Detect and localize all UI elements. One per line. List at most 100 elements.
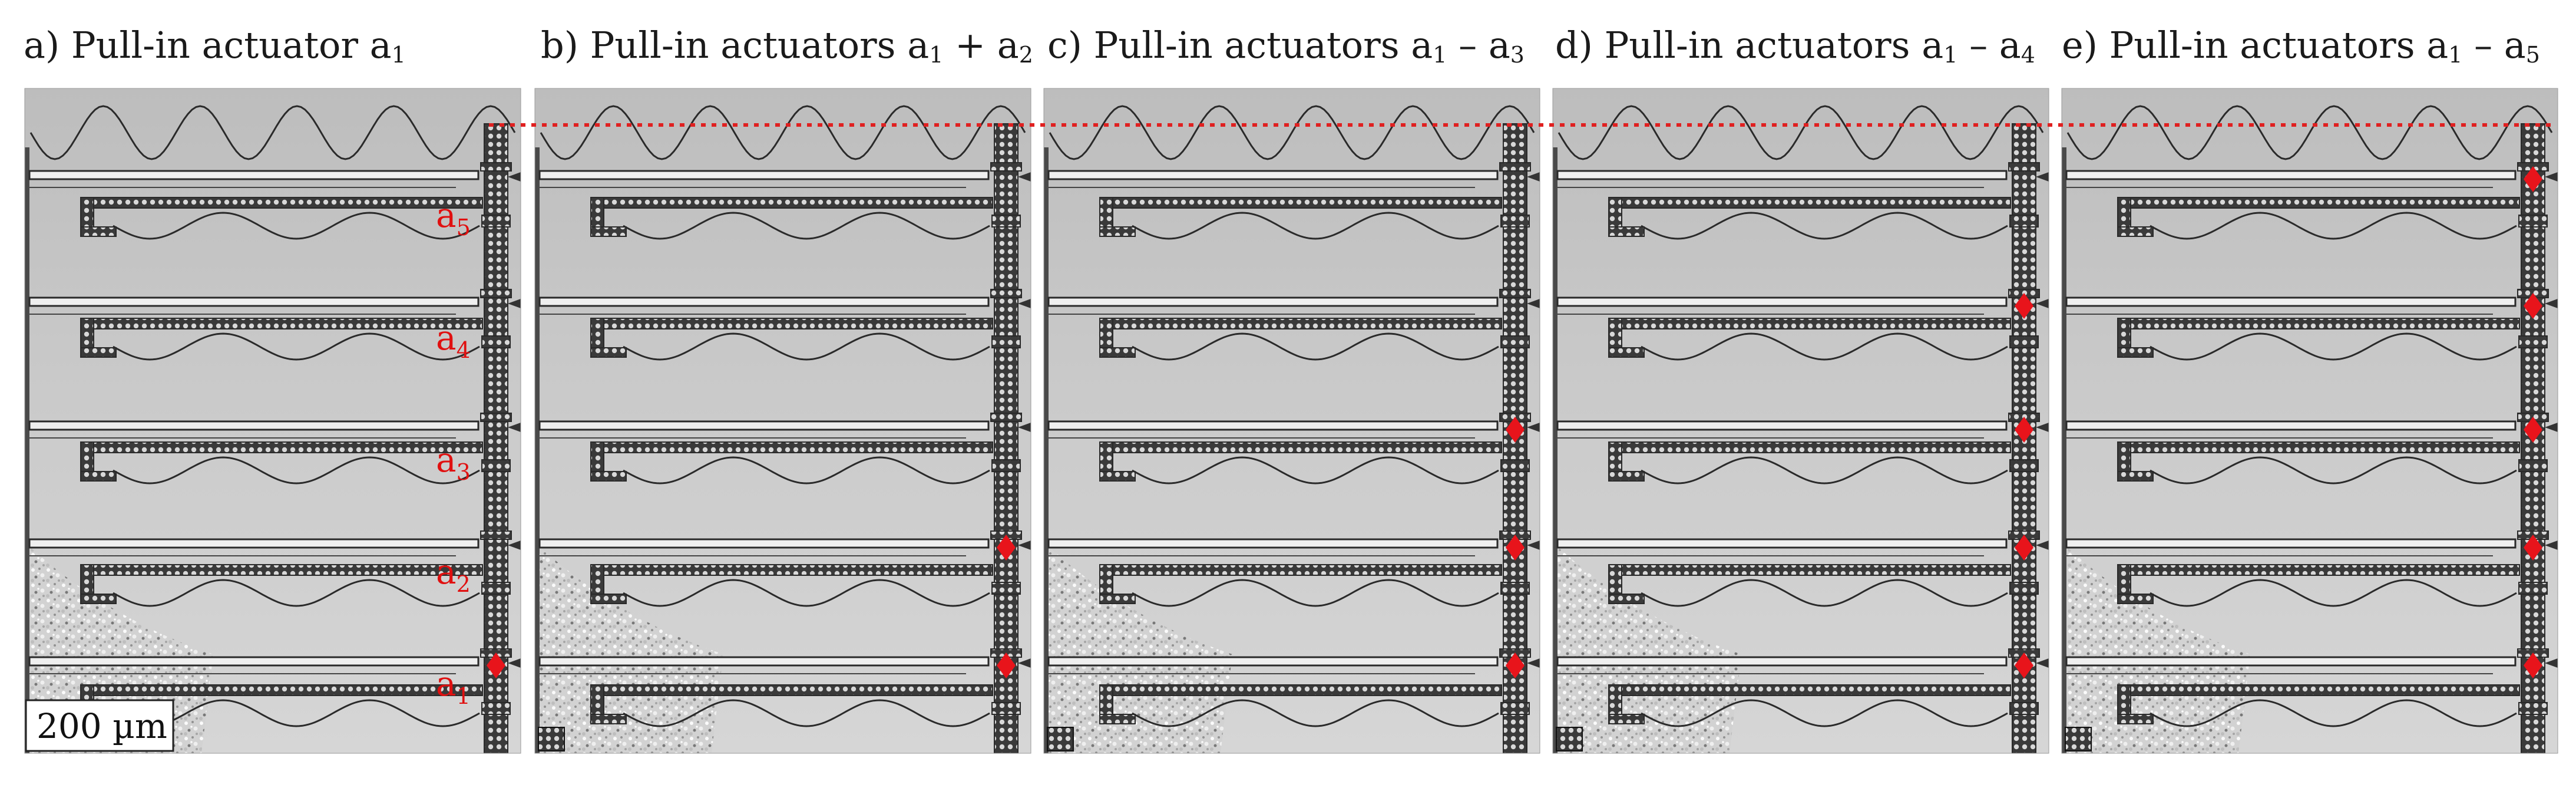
beam-spring <box>113 456 480 485</box>
panel-frame <box>534 88 1031 754</box>
beam-spring <box>2150 456 2517 485</box>
panel-title-e-mid: – a <box>2462 24 2526 67</box>
left-anchor-strip <box>1044 147 1049 753</box>
beam-spring <box>1641 456 2008 485</box>
beam-spring <box>113 212 480 240</box>
connector-block <box>2518 702 2548 715</box>
pull-in-marker-a4 <box>2015 293 2033 319</box>
fixed-comb-bar <box>538 656 990 667</box>
beam-spring <box>2150 212 2517 240</box>
panel-title-a: a) Pull-in actuator a1 <box>24 24 406 68</box>
movable-comb-bar <box>590 564 993 576</box>
fixed-comb-bar <box>28 656 480 667</box>
connector-block <box>481 459 511 472</box>
movable-comb-foot <box>2117 714 2154 724</box>
pull-in-marker-a2 <box>2524 535 2542 561</box>
actuator-label: a5 <box>436 195 471 240</box>
movable-comb-foot <box>590 471 627 482</box>
pull-in-marker-a2 <box>1506 535 1525 561</box>
movable-comb-foot <box>80 347 117 358</box>
movable-comb-bar <box>590 197 993 209</box>
pull-in-marker-a1 <box>1506 652 1525 678</box>
movable-comb-foot <box>1099 226 1136 237</box>
movable-comb-bar <box>1099 318 1502 329</box>
movable-comb-bar <box>1099 441 1502 453</box>
movable-comb-bar <box>1099 197 1502 209</box>
electrode-tip <box>1018 299 1031 308</box>
panel-title-d: d) Pull-in actuators a1 – a4 <box>1555 24 2035 68</box>
panel-title-e: e) Pull-in actuators a1 – a5 <box>2062 24 2540 68</box>
pull-in-marker-a2 <box>997 535 1016 561</box>
beam-spring <box>623 332 990 361</box>
left-anchor-strip <box>25 147 29 753</box>
anchor-pad <box>480 289 512 298</box>
panel-title-b-sub2: 2 <box>1019 42 1033 68</box>
panel-title-c-text: c) Pull-in actuators a <box>1047 24 1433 67</box>
fixed-comb-bar <box>538 296 990 307</box>
pull-in-marker-a3 <box>1506 417 1525 443</box>
anchor-pad <box>480 530 512 540</box>
movable-comb-foot <box>1099 594 1136 604</box>
actuator-label-sub: 2 <box>457 571 471 597</box>
movable-comb-foot <box>1608 714 1645 724</box>
top-spring-wave <box>2066 105 2553 160</box>
movable-comb-bar <box>1608 564 2011 576</box>
movable-comb-foot <box>1608 471 1645 482</box>
pull-in-marker-a5 <box>2524 166 2542 192</box>
anchor-pad <box>990 162 1022 172</box>
movable-comb-bar <box>2117 684 2520 696</box>
anchor-pad <box>2008 162 2040 172</box>
beam-spring <box>1132 212 1499 240</box>
connector-block <box>481 215 511 228</box>
fixed-comb-bar <box>28 420 480 431</box>
connector-block <box>2009 335 2039 348</box>
actuator-label-sub: 1 <box>457 683 471 709</box>
movable-comb-bar <box>80 564 483 576</box>
movable-comb-foot <box>590 226 627 237</box>
connector-block <box>2009 582 2039 595</box>
fixed-comb-bar <box>1556 538 2008 549</box>
movable-comb-foot <box>2117 594 2154 604</box>
panel-title-c-sub1: 1 <box>1433 42 1447 68</box>
connector-block <box>1500 335 1530 348</box>
beam-spring <box>113 579 480 607</box>
beam-spring <box>1132 699 1499 727</box>
connector-block <box>2009 702 2039 715</box>
panel-title-e-text: e) Pull-in actuators a <box>2062 24 2449 67</box>
electrode-tip <box>1527 658 1540 668</box>
anchor-pad <box>990 289 1022 298</box>
beam-spring <box>1641 332 2008 361</box>
connector-block <box>2009 215 2039 228</box>
connector-block <box>2009 459 2039 472</box>
actuator-label-base: a <box>436 440 457 480</box>
actuator-label-base: a <box>436 552 457 592</box>
movable-comb-foot <box>590 594 627 604</box>
actuator-label-sub: 5 <box>457 215 471 240</box>
fixed-comb-bar <box>1556 420 2008 431</box>
connector-block <box>991 582 1021 595</box>
panel-title-b-sub1: 1 <box>929 42 944 68</box>
movable-comb-bar <box>1608 441 2011 453</box>
movable-comb-bar <box>2117 197 2520 209</box>
top-spring-wave <box>1557 105 2044 160</box>
movable-comb-foot <box>1099 714 1136 724</box>
panel-title-e-sub1: 1 <box>2448 42 2463 68</box>
electrode-tip <box>2036 423 2049 432</box>
micrograph-panel-b <box>534 88 1031 754</box>
beam-spring <box>1641 579 2008 607</box>
actuator-label-sub: 4 <box>457 337 471 363</box>
pull-in-marker-a3 <box>2015 417 2033 443</box>
fixed-comb-bar <box>28 296 480 307</box>
movable-comb-foot <box>1608 347 1645 358</box>
beam-spring <box>113 332 480 361</box>
top-spring-wave <box>1049 105 1535 160</box>
electrode-tip <box>508 423 521 432</box>
anchor-pad <box>480 413 512 422</box>
anchor-pad <box>990 413 1022 422</box>
pull-in-marker-a2 <box>2015 535 2033 561</box>
connector-block <box>2518 459 2548 472</box>
movable-comb-bar <box>1608 684 2011 696</box>
fixed-comb-bar <box>1556 656 2008 667</box>
pull-in-marker-a3 <box>2524 417 2542 443</box>
